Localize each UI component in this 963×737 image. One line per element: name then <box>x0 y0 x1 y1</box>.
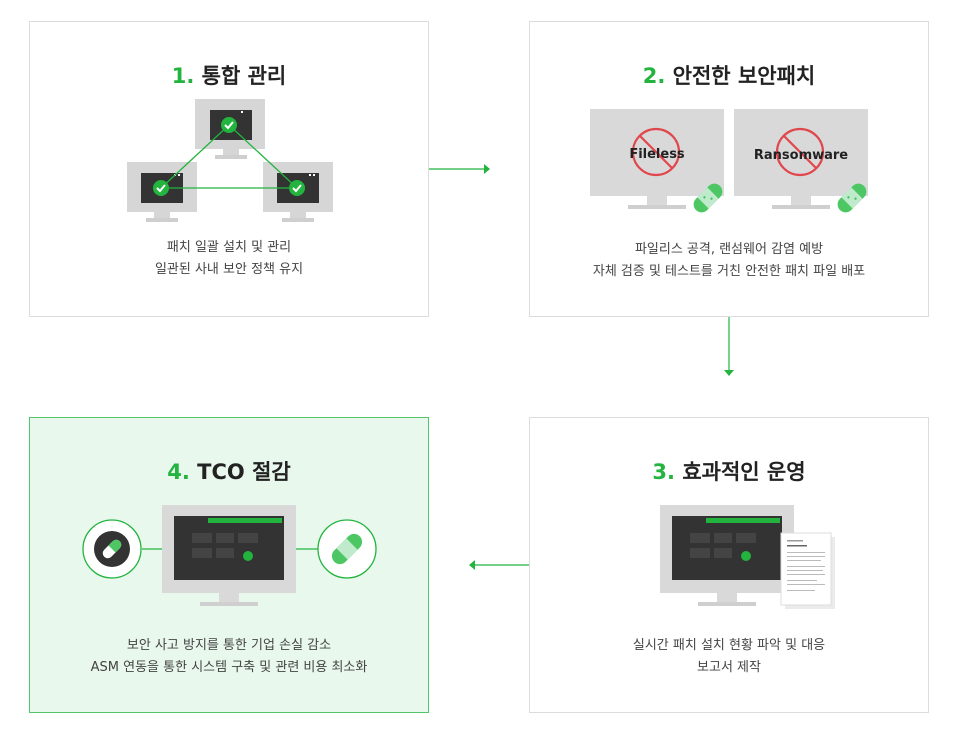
monitor-icon <box>195 99 265 159</box>
step-description: 파일리스 공격, 랜섬웨어 감염 예방 자체 검증 및 테스트를 거친 안전한 … <box>592 242 866 279</box>
bandage-icon <box>693 183 723 213</box>
step-card-tco-reduction: 4. TCO 절감 <box>29 417 429 713</box>
network-links <box>160 124 298 189</box>
threat-block-illustration: Fileless Ransomware <box>590 109 868 213</box>
monitor-icon <box>162 505 296 606</box>
monitor-icon <box>590 109 724 209</box>
bandage-icon <box>837 183 867 213</box>
threat-label: Ransomware <box>754 148 848 163</box>
step-description: 실시간 패치 설치 현황 파악 및 대응 보고서 제작 <box>632 638 826 675</box>
step-card-safe-patch: 2. 안전한 보안패치 Fileless Ransomware <box>529 21 929 317</box>
arrow-1-to-2 <box>429 164 490 174</box>
check-icon <box>221 117 237 133</box>
networked-monitors-illustration <box>127 99 333 222</box>
monitor-icon <box>660 505 794 606</box>
step-description: 패치 일괄 설치 및 관리 일관된 사내 보안 정책 유지 <box>154 240 304 277</box>
dashboard-report-illustration <box>660 505 835 609</box>
step-title: 3. 효과적인 운영 <box>652 460 806 484</box>
check-icon <box>153 180 169 196</box>
check-icon <box>289 180 305 196</box>
cost-reduction-illustration <box>82 505 377 606</box>
forbidden-icon <box>631 127 681 177</box>
threat-label: Fileless <box>629 147 685 162</box>
step-card-effective-operation: 3. 효과적인 운영 <box>529 417 929 713</box>
arrow-3-to-4 <box>469 560 529 570</box>
forbidden-icon <box>775 127 825 177</box>
step-description: 보안 사고 방지를 통한 기업 손실 감소 ASM 연동을 통한 시스템 구축 … <box>90 638 368 675</box>
bandage-icon <box>317 519 377 579</box>
step-title: 1. 통합 관리 <box>171 64 287 88</box>
report-document-icon <box>780 532 835 609</box>
arrow-2-to-3 <box>724 317 734 376</box>
pill-icon <box>82 519 142 579</box>
step-title: 2. 안전한 보안패치 <box>642 64 816 88</box>
step-card-integrated-management: 1. 통합 관리 <box>29 21 429 317</box>
step-title: 4. TCO 절감 <box>167 460 291 484</box>
